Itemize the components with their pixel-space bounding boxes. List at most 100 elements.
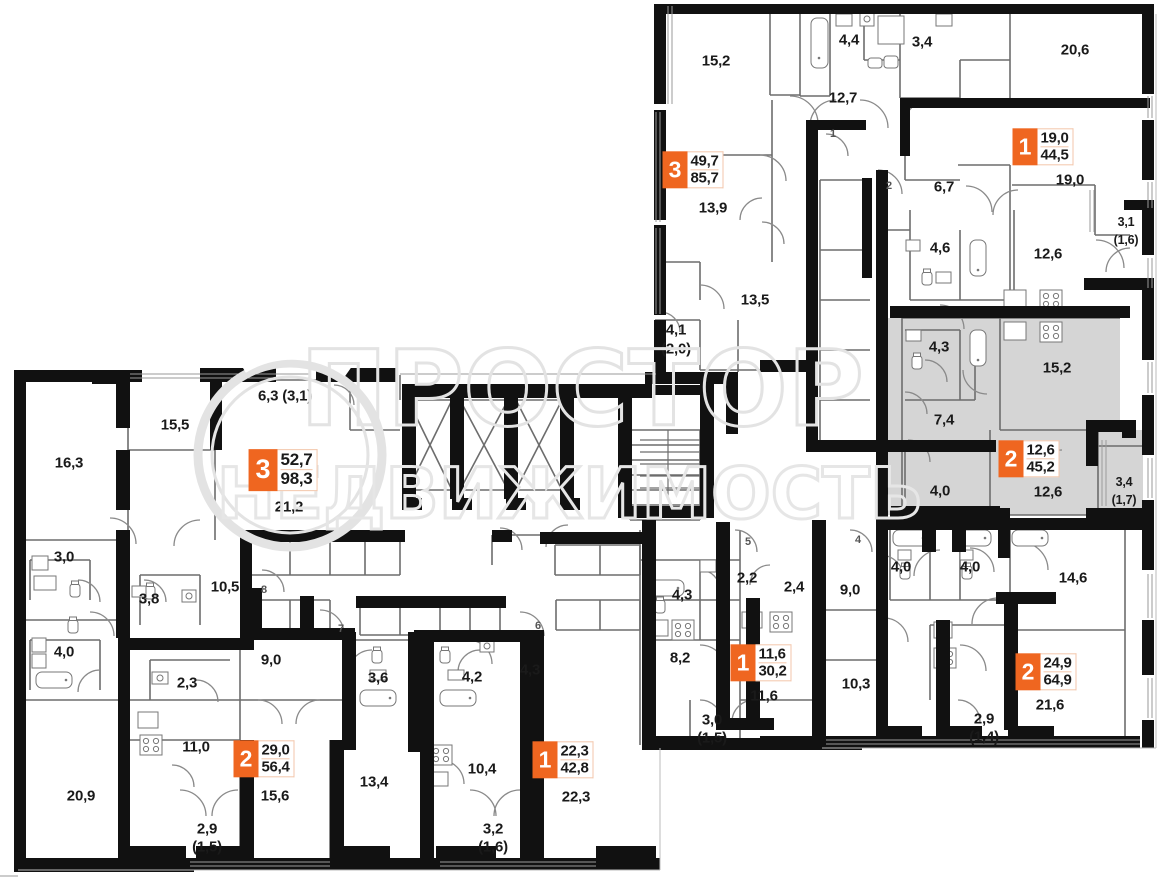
room-area-label: 21,2 <box>274 498 304 516</box>
apartment-room-count: 2 <box>998 440 1024 478</box>
apartment-living-area: 19,0 <box>1040 129 1069 148</box>
room-area-label: 15,6 <box>260 787 290 805</box>
apartment-room-count: 1 <box>730 644 756 682</box>
room-area-label: (1,5) <box>192 838 222 856</box>
room-area-label: 8,2 <box>669 649 691 667</box>
room-area-label: 13,4 <box>359 773 389 791</box>
room-area-label: 4,0 <box>53 643 75 661</box>
apartment-living-area: 29,0 <box>261 741 290 760</box>
apartment-living-area: 11,6 <box>758 645 787 664</box>
room-area-label: 20,9 <box>66 787 96 805</box>
apartment-living-area: 24,9 <box>1043 654 1072 673</box>
room-area-label: 12,7 <box>828 89 858 107</box>
room-area-label: 5 <box>745 536 751 548</box>
apartment-room-count: 1 <box>1012 128 1038 166</box>
room-area-label: 9,0 <box>260 651 282 669</box>
apartment-living-area: 12,6 <box>1026 441 1055 460</box>
room-area-label: (2,0) <box>661 340 691 358</box>
room-area-label: 4,1 <box>665 321 687 339</box>
room-area-label: 22,3 <box>561 788 591 806</box>
room-area-label: 11,0 <box>182 738 210 756</box>
room-area-label: 16,3 <box>54 454 84 472</box>
room-area-label: 2 <box>886 180 892 192</box>
room-area-label: 13,5 <box>740 291 770 309</box>
room-area-label: 14,6 <box>1058 569 1088 587</box>
room-area-label: 4,0 <box>890 558 912 576</box>
room-area-label: 3,6 <box>367 669 389 687</box>
room-area-label: 2,9 <box>973 710 995 728</box>
room-area-label: 6 <box>535 620 541 632</box>
room-area-label: 2,4 <box>783 578 805 596</box>
room-area-label: 7 <box>338 623 344 635</box>
room-area-label: 13,9 <box>698 199 728 217</box>
room-area-label: 9,0 <box>839 581 861 599</box>
room-area-label: 3,4 <box>911 33 933 51</box>
room-area-label: (1,5) <box>697 729 727 747</box>
apartment-total-area: 30,2 <box>758 662 787 680</box>
room-area-label: 3,1 <box>1117 215 1135 229</box>
room-area-label: 4,0 <box>959 558 981 576</box>
apartment-total-area: 45,2 <box>1026 458 1055 476</box>
room-area-label: 4,4 <box>838 31 860 49</box>
windows <box>0 6 1153 877</box>
apartment-total-area: 98,3 <box>280 469 313 489</box>
apartment-room-count: 3 <box>248 449 278 491</box>
apartment-room-count: 2 <box>1015 653 1041 691</box>
room-area-label: 4,3 <box>928 338 950 356</box>
apartment-living-area: 52,7 <box>280 450 313 471</box>
room-area-label: 8 <box>261 584 267 596</box>
room-area-label: 3,2 <box>482 820 504 838</box>
apartment-room-count: 1 <box>532 741 558 779</box>
room-area-label: 15,2 <box>701 52 731 70</box>
room-area-label: 10,3 <box>841 675 871 693</box>
room-area-label: (1,7) <box>1111 493 1137 507</box>
room-area-label: 4,6 <box>929 239 951 257</box>
room-area-label: 4,2 <box>461 668 483 686</box>
room-area-label: 15,5 <box>160 416 190 434</box>
room-area-label: 4 <box>855 534 861 546</box>
room-area-label: 20,6 <box>1060 41 1090 59</box>
apartment-total-area: 56,4 <box>261 758 290 776</box>
room-area-label: 19,0 <box>1055 171 1085 189</box>
room-area-label: 21,6 <box>1035 696 1065 714</box>
room-area-label: 3,8 <box>138 590 160 608</box>
apartment-total-area: 85,7 <box>690 169 719 187</box>
room-area-label: 11,6 <box>750 687 778 705</box>
apartment-total-area: 44,5 <box>1040 146 1069 164</box>
room-area-label: (1,6) <box>1113 233 1139 247</box>
room-area-label: 3,0 <box>53 548 75 566</box>
room-area-label: 15,2 <box>1042 359 1072 377</box>
apartment-room-count: 3 <box>662 151 688 189</box>
room-area-label: 7,4 <box>933 411 955 429</box>
apartment-living-area: 49,7 <box>690 152 719 171</box>
room-area-label: 4,3 <box>519 661 541 679</box>
room-area-label: 2,3 <box>176 674 198 692</box>
room-area-label: 12,6 <box>1033 245 1063 263</box>
apartment-living-area: 22,3 <box>560 742 589 761</box>
apartment-room-count: 2 <box>233 740 259 778</box>
room-area-label: 10,5 <box>210 578 240 596</box>
room-area-label: 12,6 <box>1033 483 1063 501</box>
room-area-label: 3,0 <box>701 711 723 729</box>
room-area-label: 3,4 <box>1115 475 1133 489</box>
room-area-label: 4,0 <box>929 482 951 500</box>
apartment-total-area: 64,9 <box>1043 671 1072 689</box>
